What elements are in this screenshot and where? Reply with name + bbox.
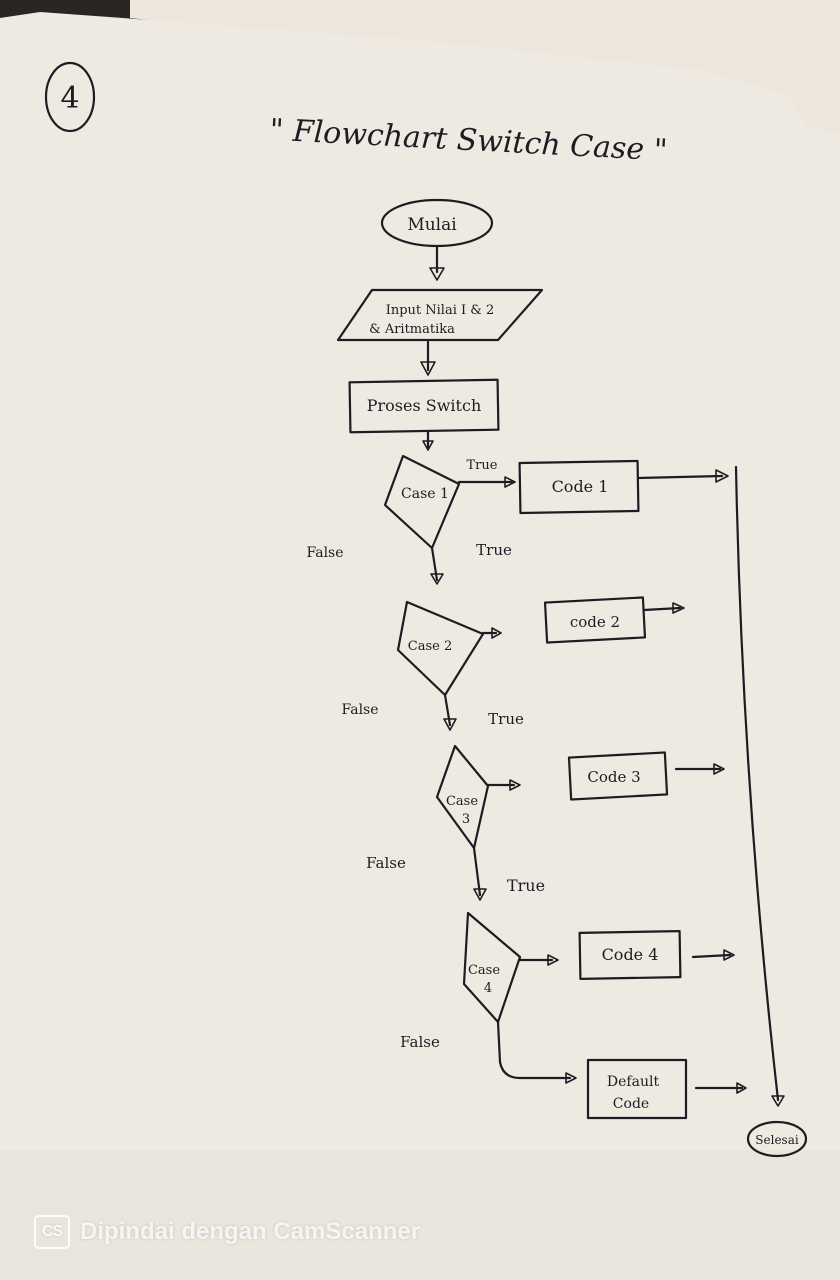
code1-box: [518, 459, 640, 515]
arrowhead: [715, 469, 729, 483]
arrow-code1-end: [636, 474, 724, 480]
arrowhead: [723, 949, 735, 961]
code4-label: Code 4: [602, 945, 659, 964]
end-terminal: [746, 1120, 808, 1158]
code2-box: [543, 596, 647, 644]
false-label: False: [306, 545, 343, 561]
input-label-line2: & Aritmatika: [369, 322, 455, 337]
code3-box: [567, 751, 669, 801]
default-label-line1: Default: [607, 1074, 660, 1090]
arrowhead: [565, 1072, 577, 1084]
end-label: Selesai: [755, 1133, 799, 1147]
arrowhead: [547, 954, 559, 966]
default-code-box: [586, 1058, 688, 1120]
arrowhead: [736, 1082, 747, 1094]
arrow-code2-right: [642, 606, 682, 612]
paper-sheet: [0, 12, 840, 1280]
arrow-case2-case3: [443, 693, 452, 727]
arrowhead: [491, 627, 502, 639]
case3-label-line1: Case: [446, 794, 478, 809]
default-label-line2: Code: [613, 1096, 649, 1112]
input-parallelogram: [336, 288, 544, 342]
code3-label: Code 3: [587, 768, 640, 786]
camscanner-watermark: CS Dipindai dengan CamScanner: [34, 1212, 420, 1252]
arrowhead: [430, 573, 444, 585]
true-label: True: [488, 710, 524, 728]
true-label: True: [467, 458, 498, 473]
back-paper-sheet: [130, 0, 840, 210]
true-label: True: [476, 541, 512, 559]
input-label-line1: Input Nilai I & 2: [386, 303, 495, 318]
case2-label: Case 2: [408, 639, 452, 654]
watermark-text: Dipindai dengan CamScanner: [80, 1218, 421, 1245]
false-label: False: [400, 1033, 440, 1051]
arrowhead: [713, 763, 725, 775]
arrowhead: [771, 1095, 785, 1107]
arrow-case4-default: [496, 1020, 572, 1080]
arrowhead: [509, 779, 521, 791]
camscanner-logo: CS: [34, 1215, 70, 1249]
code1-label: Code 1: [552, 477, 609, 496]
process-label: Proses Switch: [367, 396, 482, 415]
process-box: [348, 378, 500, 434]
arrowhead: [429, 267, 445, 281]
code2-label: code 2: [570, 613, 620, 631]
page-number-circle: [44, 61, 96, 133]
collector-line: [734, 465, 780, 1102]
page-number: 4: [60, 81, 79, 116]
case4-label-line1: Case: [468, 963, 500, 978]
arrowhead: [672, 602, 685, 614]
arrowhead: [443, 718, 457, 731]
false-label: False: [341, 702, 378, 718]
start-label: Mulai: [407, 215, 457, 235]
false-label: False: [366, 854, 406, 872]
code4-box: [578, 930, 682, 980]
case3-label-line2: 3: [462, 812, 470, 827]
arrowhead: [504, 476, 516, 488]
arrowhead: [422, 440, 434, 451]
case4-label-line2: 4: [484, 981, 492, 996]
case1-label: Case 1: [401, 486, 449, 502]
true-label: True: [507, 876, 545, 895]
arrowhead: [420, 361, 436, 376]
arrowhead: [473, 888, 487, 901]
arrow-case3-case4: [472, 846, 482, 897]
